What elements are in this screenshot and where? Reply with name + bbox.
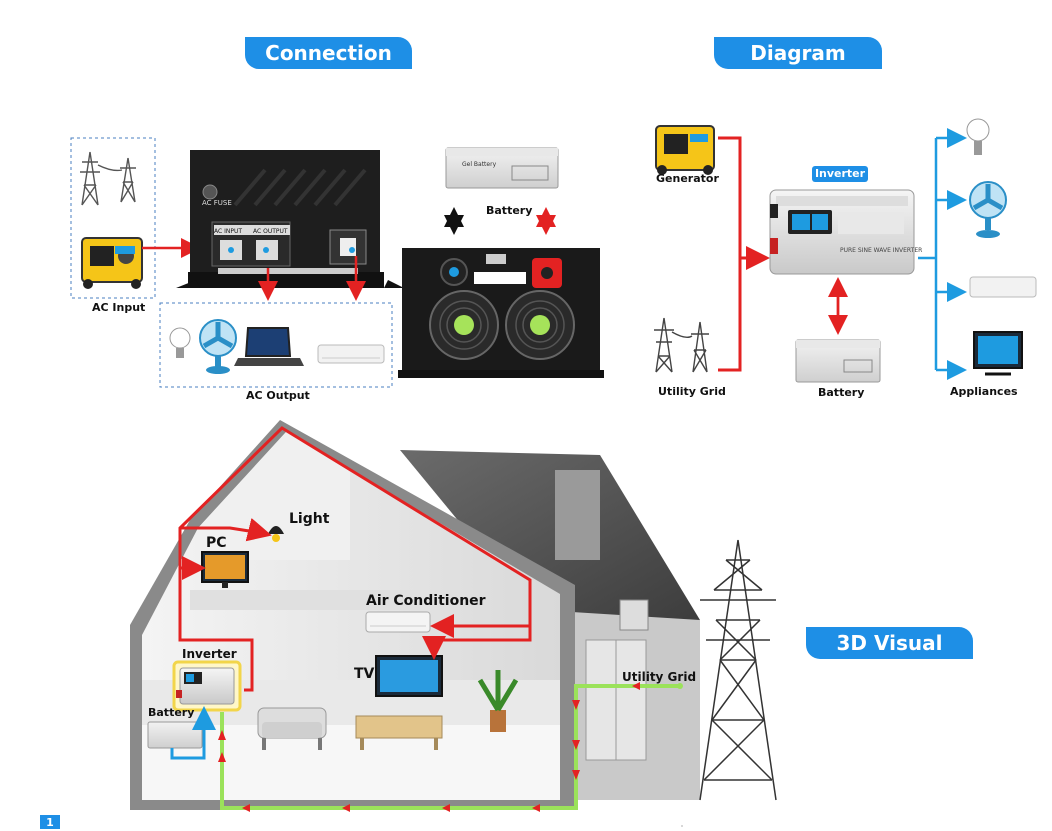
- page-number: 1: [40, 815, 60, 829]
- battery-brand-label: Gel Battery: [462, 161, 497, 168]
- connection-header: Connection: [245, 37, 412, 69]
- dc-link-line: [170, 712, 206, 760]
- pc-label: PC: [206, 535, 227, 551]
- diagram-inverter-icon: [769, 189, 915, 275]
- inverter-fan-unit: [398, 248, 604, 378]
- utility-grid-label: Utility Grid: [658, 385, 726, 398]
- air-conditioner-label: Air Conditioner: [366, 593, 486, 609]
- house-utility-grid-label: Utility Grid: [622, 670, 697, 684]
- diagram-battery-label: Battery: [818, 386, 865, 399]
- tv-label: TV: [354, 666, 375, 682]
- diagram-section: PURE SINE WAVE INVERTER: [654, 118, 1037, 383]
- ac-input-box: [70, 137, 156, 299]
- ac-output-label: AC Output: [246, 389, 310, 402]
- diagram-bulb-icon: [966, 118, 990, 155]
- light-label: Light: [289, 511, 330, 527]
- diagram-air-conditioner-icon: [969, 276, 1037, 298]
- panel-fuse-label: AC FUSE: [202, 199, 232, 207]
- diagram-header: Diagram: [714, 37, 882, 69]
- house-illustration: [130, 420, 700, 812]
- tower-icon: [80, 151, 136, 206]
- house-battery-label: Battery: [148, 706, 195, 719]
- battery-icon: Gel Battery: [445, 147, 559, 189]
- house-tv-icon: [375, 655, 443, 697]
- air-conditioner-icon: [317, 344, 385, 364]
- diagram-fan-icon: [969, 181, 1007, 238]
- house-inverter-label: Inverter: [182, 647, 237, 661]
- light-icon: [268, 526, 284, 542]
- diagram-battery-icon: [795, 339, 881, 383]
- ac-output-box: [159, 302, 393, 388]
- bulb-icon: [169, 327, 191, 358]
- diagram-tv-icon: [973, 331, 1023, 376]
- house-inverter-icon: [172, 660, 242, 712]
- diagram-grid-icon: [654, 317, 709, 373]
- panel-input-label: AC INPUT: [214, 228, 242, 235]
- connection-battery-label: Battery: [486, 204, 533, 217]
- generator-icon: [81, 237, 143, 289]
- fan-icon: [199, 319, 237, 374]
- connection-section: AC FUSE AC INPUT AC OUTPUT: [70, 137, 604, 388]
- diagram-output-trunk: [918, 138, 938, 370]
- visual-header: 3D Visual: [806, 627, 973, 659]
- laptop-icon: [234, 327, 304, 366]
- plant-icon: [477, 670, 519, 732]
- tv-stand-icon: [355, 715, 443, 750]
- diagram-inverter-model: PURE SINE WAVE INVERTER: [840, 247, 922, 254]
- diagram-generator-icon: [655, 125, 715, 175]
- inverter-badge: Inverter: [812, 166, 868, 182]
- sofa-icon: [257, 707, 327, 750]
- pylon-icon: [699, 539, 777, 801]
- ac-input-label: AC Input: [92, 301, 146, 314]
- diagram-input-line: [718, 136, 742, 372]
- house-air-conditioner-icon: [365, 611, 431, 633]
- house-battery-icon: [147, 721, 203, 749]
- pc-icon: [201, 551, 249, 588]
- panel-output-label: AC OUTPUT: [253, 228, 288, 235]
- appliances-label: Appliances: [950, 385, 1018, 398]
- grid-line: [220, 684, 680, 810]
- generator-label: Generator: [656, 172, 719, 185]
- inverter-back-panel: [176, 150, 404, 288]
